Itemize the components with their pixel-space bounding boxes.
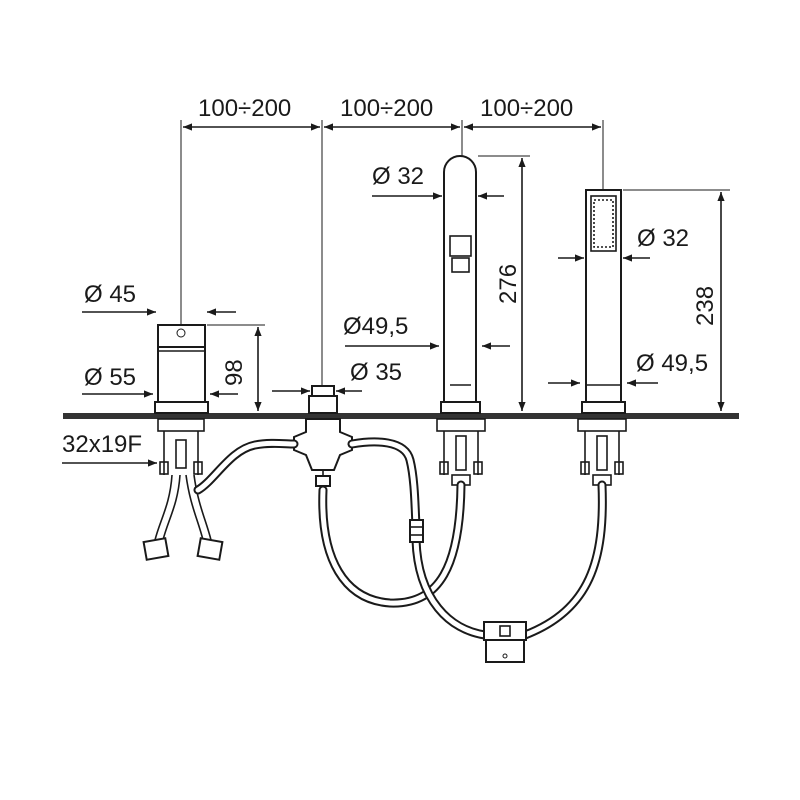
spout-base-diameter-label: Ø49,5 xyxy=(343,313,408,340)
mixer-body xyxy=(154,324,209,414)
diverter-diameter-label: Ø 35 xyxy=(350,359,402,386)
spout-body xyxy=(440,155,481,414)
spout-dimensions: Ø 32 Ø49,5 276 xyxy=(343,155,530,411)
spacing-2-label: 100÷200 xyxy=(340,95,433,122)
mixer-dimensions: Ø 45 Ø 55 98 32x19F xyxy=(62,281,265,467)
lever-diameter-label: Ø 45 xyxy=(84,281,136,308)
spacing-1-label: 100÷200 xyxy=(198,95,291,122)
shower-diameter-label: Ø 32 xyxy=(637,225,689,252)
diverter-dimension: Ø 35 xyxy=(272,359,402,395)
spacing-dimension-chain: 100÷200 100÷200 100÷200 xyxy=(180,95,604,385)
shower-base-diameter-label: Ø 49,5 xyxy=(636,350,708,377)
spout-diameter-label: Ø 32 xyxy=(372,163,424,190)
supply-hoses xyxy=(193,437,607,640)
mixer-height-label: 98 xyxy=(221,359,248,386)
spacing-3-label: 100÷200 xyxy=(480,95,573,122)
mixer-base-diameter-label: Ø 55 xyxy=(84,364,136,391)
hand-shower-underdeck-fixture xyxy=(577,418,627,486)
hand-shower-dimensions: Ø 32 Ø 49,5 238 xyxy=(548,189,730,411)
shower-height-label: 238 xyxy=(692,286,719,326)
diverter-body xyxy=(293,385,353,490)
hand-shower-body xyxy=(581,189,626,414)
mixer-underdeck-fixture xyxy=(142,418,224,561)
hose-connector xyxy=(409,519,424,543)
hose-counterweight xyxy=(483,621,527,663)
spout-underdeck-fixture xyxy=(436,418,486,486)
deck-surface xyxy=(63,413,739,419)
spout-height-label: 276 xyxy=(495,264,522,304)
thread-size-label: 32x19F xyxy=(62,431,142,458)
